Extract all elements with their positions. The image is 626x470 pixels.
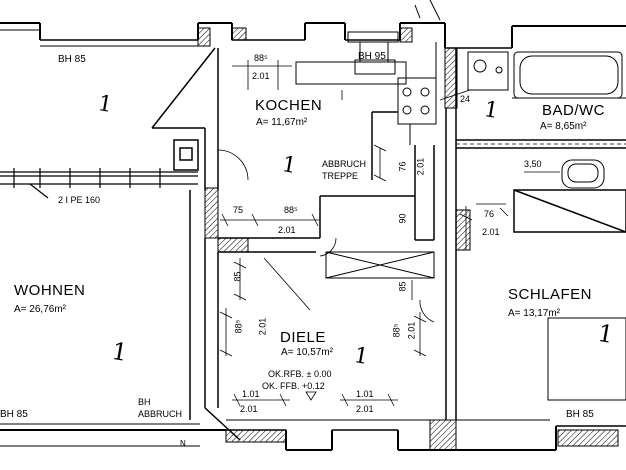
wall-hatch-top-2 <box>197 27 211 47</box>
dim-76-a: 76 <box>397 161 408 172</box>
wall-hatch-bottom-3 <box>429 419 457 451</box>
parapet-top-kitchen: BH 95 <box>358 51 386 62</box>
dim-schlafen-76: 76 <box>484 209 495 219</box>
dim-90: 90 <box>397 213 408 224</box>
room-area-diele: A= 10,57m² <box>281 347 333 358</box>
dim-885: 88⁵ <box>284 205 298 215</box>
wall-hatch-left-col <box>204 187 219 239</box>
wohnen-diele-wall <box>189 190 241 441</box>
wall-hatch-bottom-1 <box>225 429 287 443</box>
dim-schlafen-201: 2.01 <box>482 227 500 237</box>
note-ok-ffb: OK. FFB. +0.12 <box>262 381 325 391</box>
room-name-kochen: KOCHEN <box>255 97 323 114</box>
dim-201-b: 2.01 <box>415 157 426 176</box>
wall-hatch-top-3 <box>399 27 413 43</box>
bath-dim-lines <box>439 89 560 173</box>
kitchen-counter <box>295 42 437 145</box>
room-name-wohnen: WOHNEN <box>14 282 86 299</box>
dim-diele-885-a: 88⁵ <box>233 319 244 334</box>
wall-hatch-top-1 <box>231 27 247 41</box>
diele-top-dim-lines <box>220 144 387 227</box>
north-mark: N <box>180 439 186 448</box>
parapet-bottom-right: BH 85 <box>566 409 594 420</box>
note-beam: 2 I PE 160 <box>58 195 101 205</box>
room-area-bad: A= 8,65m² <box>540 121 587 132</box>
outer-wall-top <box>0 0 626 49</box>
dim-diele-885-b: 88⁵ <box>391 323 402 338</box>
column <box>173 139 199 171</box>
dim-diele-85-a: 85 <box>232 271 243 282</box>
note-treppe: TREPPE <box>322 171 359 181</box>
kitchen-window <box>347 31 399 75</box>
beam-ticks <box>13 168 161 188</box>
room-name-schlafen: SCHLAFEN <box>508 286 593 303</box>
kitchen-dim-lines <box>232 60 343 100</box>
wardrobe <box>513 189 626 233</box>
dim-door2-201: 2.01 <box>356 404 374 414</box>
wall-hatch-bath-left <box>444 47 458 109</box>
parapet-bottom-left: BH 85 <box>0 409 28 420</box>
room-name-bad: BAD/WC <box>542 102 605 119</box>
wall-hatch-diele-top <box>217 237 249 253</box>
room-area-wohnen: A= 26,76m² <box>14 304 66 315</box>
diele-wardrobe <box>325 251 435 279</box>
dim-diele-201-b: 2.01 <box>406 321 417 340</box>
dim-door1-101: 1.01 <box>242 389 260 399</box>
dim-diele-201-a: 2.01 <box>257 317 268 336</box>
diele-dim-lines <box>219 257 427 357</box>
dim-350: 3,50 <box>524 159 542 169</box>
dim-201-a: 2.01 <box>278 225 296 235</box>
dim-door1-201: 2.01 <box>240 404 258 414</box>
beam-line <box>0 171 198 199</box>
room-area-kochen: A= 11,67m² <box>256 117 308 128</box>
door-dim-lines <box>232 391 398 407</box>
kitchen-diagonal-wall <box>151 47 219 190</box>
parapet-top-left: BH 85 <box>58 54 86 65</box>
door-swings <box>217 149 435 323</box>
outer-wall-bottom <box>0 419 626 451</box>
note-bh-abbruch: ABBRUCH <box>138 409 183 419</box>
kitchen-diele-wall <box>218 111 435 253</box>
room-area-schlafen: A= 13,17m² <box>508 308 560 319</box>
wall-hatch-bottom-2 <box>557 429 619 447</box>
dim-door2-101: 1.01 <box>356 389 374 399</box>
note-abbruch: ABBRUCH <box>322 159 367 169</box>
room-name-diele: DIELE <box>280 329 326 346</box>
dim-75: 75 <box>233 205 244 215</box>
note-bh: BH <box>138 397 151 407</box>
bath-wall <box>445 48 626 420</box>
dim-diele-85-b: 85 <box>397 281 408 292</box>
note-ok-rfb: OK.RFB. ± 0.00 <box>268 369 332 379</box>
wall-hatch-schlafen <box>455 209 471 251</box>
bed <box>547 317 626 401</box>
dim-kitchen-88: 88⁵ <box>254 53 268 63</box>
dim-24: 24 <box>460 94 471 104</box>
bathroom-fixtures <box>467 51 626 189</box>
dim-kitchen-201: 2.01 <box>252 71 270 81</box>
